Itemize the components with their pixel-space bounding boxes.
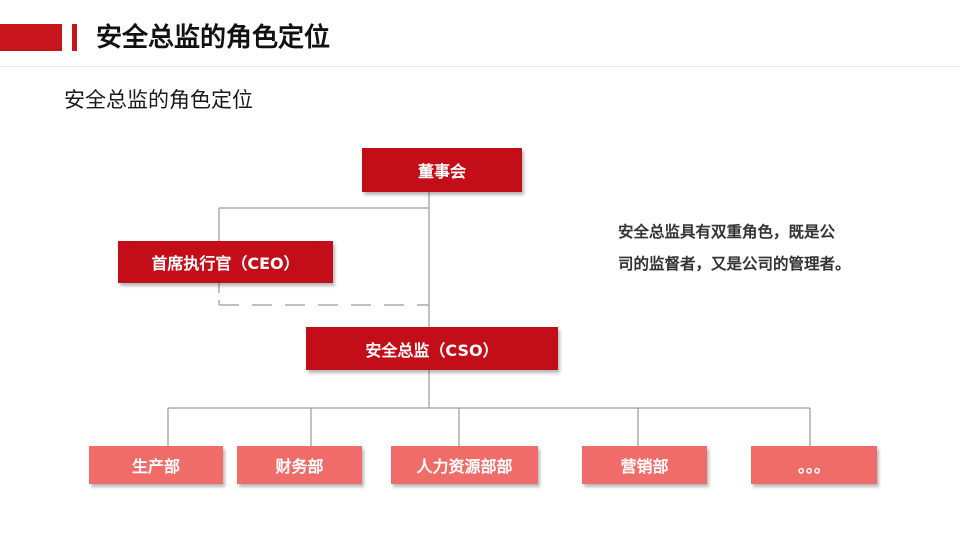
org-node-more-depts: 。。。 [751,446,877,484]
org-node-finance-dept: 财务部 [237,446,362,484]
role-description: 安全总监具有双重角色，既是公 司的监督者，又是公司的管理者。 [618,216,888,280]
org-node-hr-dept: 人力资源部部 [391,446,538,484]
role-description-line-1: 安全总监具有双重角色，既是公 [618,223,836,241]
header-rule [0,66,960,67]
header-accent-bar [0,24,62,51]
org-node-production-dept: 生产部 [89,446,223,484]
page-title: 安全总监的角色定位 [96,23,331,53]
section-subtitle: 安全总监的角色定位 [64,88,253,112]
role-description-line-2: 司的监督者，又是公司的管理者。 [618,255,851,273]
header-divider-mark [72,24,77,51]
org-node-cso: 安全总监（CSO） [306,327,558,370]
org-node-ceo: 首席执行官（CEO） [118,241,333,283]
org-node-marketing-dept: 营销部 [582,446,707,484]
org-node-board: 董事会 [362,148,522,192]
